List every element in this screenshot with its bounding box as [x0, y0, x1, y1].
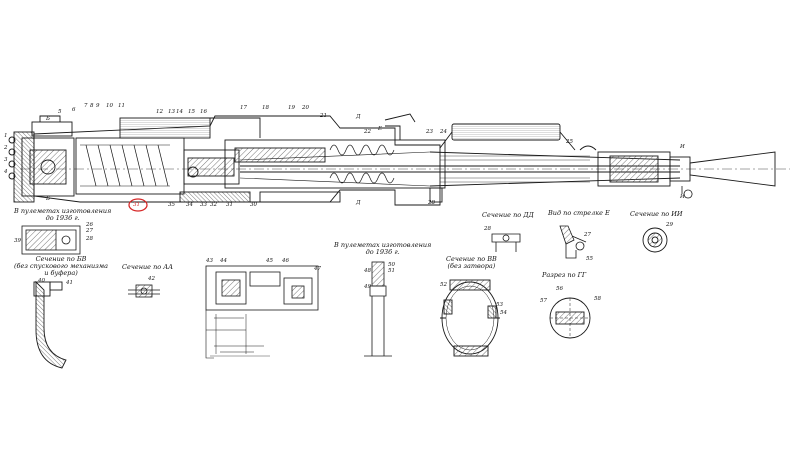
- callout: 15: [188, 109, 195, 115]
- section-aa: [128, 284, 160, 298]
- callout: 14: [176, 109, 183, 115]
- caption-cut-gg: Разрез по ГГ: [542, 271, 587, 279]
- detail-number: 28: [484, 226, 491, 232]
- callout: 13: [168, 109, 175, 115]
- section-letter: И: [680, 194, 685, 200]
- section-letter: Д: [356, 200, 361, 206]
- callout: 7: [84, 103, 88, 109]
- detail-pre1936-a: [21, 225, 81, 255]
- detail-number: 28: [86, 236, 93, 242]
- callout: 32: [210, 202, 217, 208]
- callout: 10: [106, 103, 113, 109]
- callout: 18: [262, 105, 269, 111]
- callout: 8: [90, 103, 94, 109]
- detail-number: 50: [388, 262, 395, 268]
- callout: 11: [118, 103, 125, 109]
- caption-section-aa: Сечение по АА: [122, 263, 174, 271]
- detail-number: 39: [14, 238, 21, 244]
- callout: 3: [4, 157, 8, 163]
- detail-number: 42: [148, 276, 155, 282]
- callout: 16: [200, 109, 207, 115]
- section-letter: Д: [356, 114, 361, 120]
- section-vv: [440, 279, 500, 357]
- callout: 17: [240, 105, 247, 111]
- callout: 34: [186, 202, 193, 208]
- detail-number: 40: [38, 278, 45, 284]
- caption-section-ii: Сечение по ИИ: [630, 210, 683, 218]
- callout: 19: [288, 105, 295, 111]
- caption-section-vv: Сечение по ВВ (без затвора): [446, 255, 497, 271]
- callout: 31: [226, 202, 233, 208]
- detail-number: 53: [496, 302, 503, 308]
- detail-number: 27: [584, 232, 591, 238]
- section-bb: [33, 280, 67, 369]
- callout: 35: [168, 202, 175, 208]
- section-dd: [491, 233, 521, 252]
- callout: 24: [440, 129, 447, 135]
- caption-view-e: Вид по стрелке Е: [548, 209, 610, 217]
- callout: 1: [4, 133, 8, 139]
- detail-number: 41: [66, 280, 73, 286]
- callout: 28: [428, 200, 435, 206]
- assembly-detail: [205, 265, 319, 359]
- detail-number: 57: [540, 298, 547, 304]
- section-letter: И: [680, 144, 685, 150]
- highlight-circle: [128, 198, 148, 212]
- callout: 2: [4, 145, 8, 151]
- caption-pre1936-a: В пулеметах изготовления до 1936 г.: [14, 207, 112, 223]
- detail-number: 54: [500, 310, 507, 316]
- detail-number: 55: [586, 256, 593, 262]
- highlighted-callout: 31: [133, 202, 140, 208]
- callout: 4: [4, 169, 8, 175]
- detail-number: 56: [556, 286, 563, 292]
- detail-number: 58: [594, 296, 601, 302]
- detail-number: 52: [440, 282, 447, 288]
- detail-number: 46: [282, 258, 289, 264]
- detail-number: 45: [266, 258, 273, 264]
- detail-number: 29: [666, 222, 673, 228]
- detail-pre1936-b: [364, 261, 392, 357]
- callout: 30: [250, 202, 257, 208]
- section-letter: Е: [378, 126, 383, 132]
- cut-gg: [549, 297, 591, 339]
- detail-number: 27: [86, 228, 93, 234]
- detail-number: 47: [314, 266, 321, 272]
- callout: 5: [58, 109, 62, 115]
- caption-section-dd: Сечение по ДД: [482, 211, 534, 219]
- detail-number: 26: [86, 222, 93, 228]
- callout: 21: [320, 113, 327, 119]
- section-ii: [642, 227, 668, 253]
- callout: 33: [200, 202, 207, 208]
- callout: 23: [426, 129, 433, 135]
- callout: 6: [72, 107, 76, 113]
- callout: 9: [96, 103, 100, 109]
- caption-section-bb: Сечение по БВ (без спускового механизма …: [14, 255, 109, 278]
- section-letter: Б: [46, 196, 51, 202]
- detail-number: 44: [220, 258, 227, 264]
- callout: 25: [566, 139, 573, 145]
- detail-number: 51: [388, 268, 395, 274]
- callout: 22: [364, 129, 371, 135]
- main-longitudinal-section: [8, 113, 790, 206]
- detail-number: 43: [206, 258, 213, 264]
- view-e: [559, 225, 587, 259]
- detail-number: 48: [364, 268, 371, 274]
- caption-pre1936-b: В пулеметах изготовления до 1936 г.: [334, 241, 432, 257]
- detail-number: 49: [364, 284, 371, 290]
- section-letter: Б: [46, 116, 51, 122]
- callout: 20: [302, 105, 309, 111]
- callout: 12: [156, 109, 163, 115]
